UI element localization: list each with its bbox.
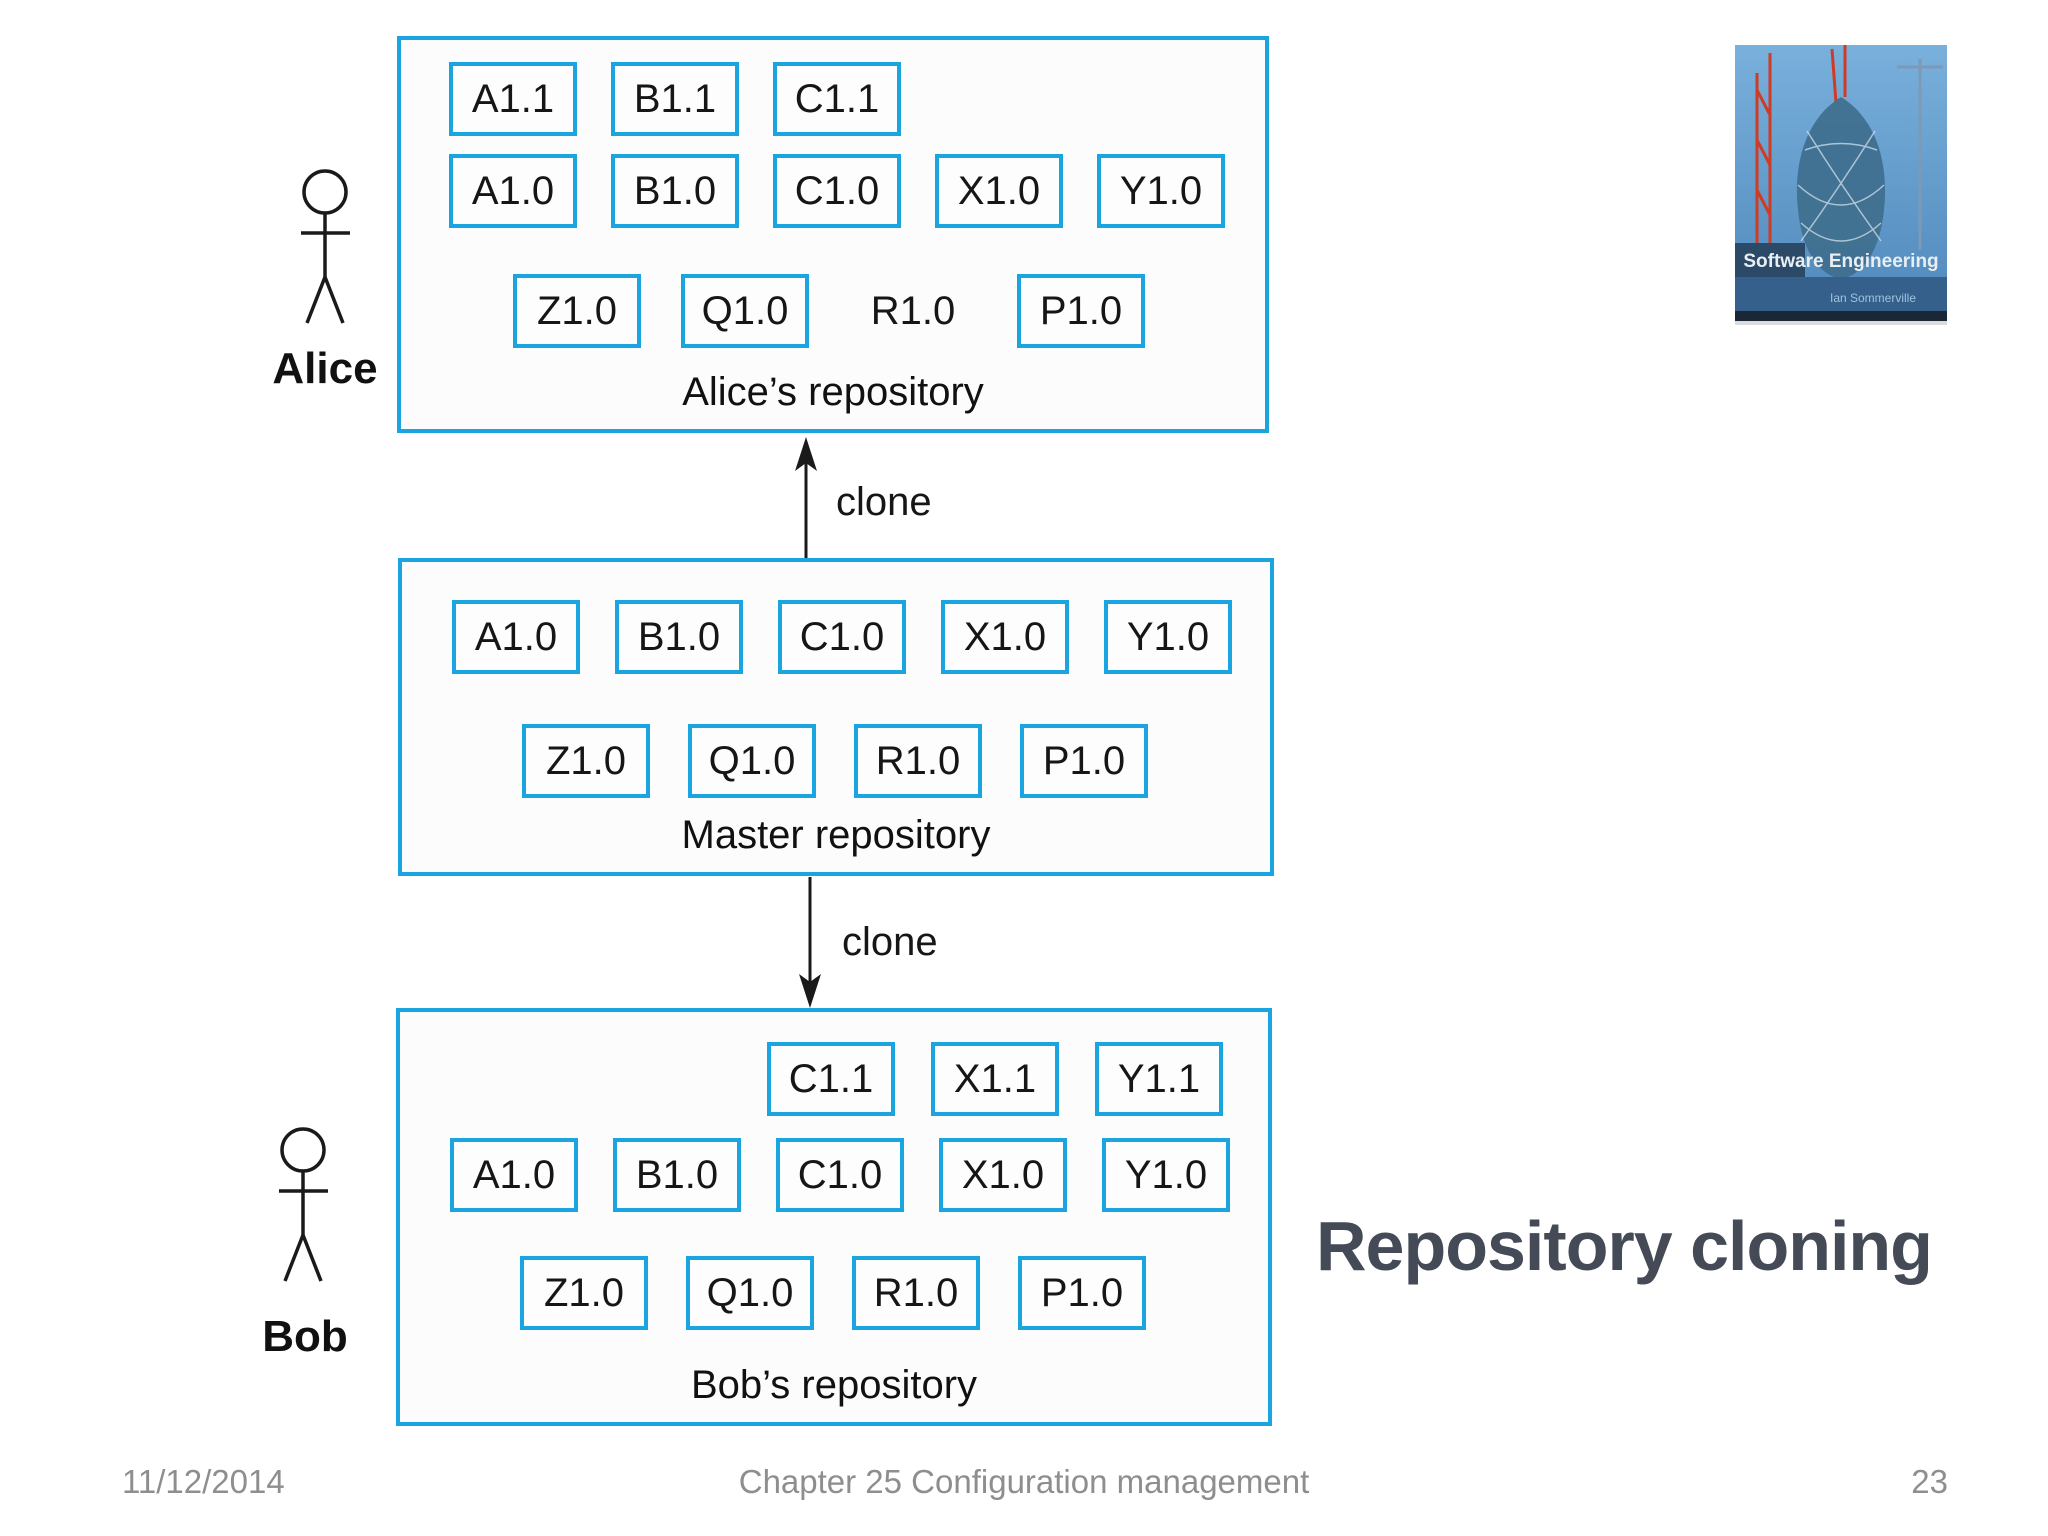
version-row: A1.1 B1.1 C1.1 (449, 62, 901, 136)
version-row: C1.1 X1.1 Y1.1 (767, 1042, 1223, 1116)
component-version-box: A1.1 (449, 62, 577, 136)
clone-label-to-bob: clone (842, 920, 938, 964)
bob-repository: C1.1 X1.1 Y1.1 A1.0 B1.0 C1.0 X1.0 Y1.0 Z1.0 Q1… (396, 1008, 1272, 1426)
component-version-box: Y1.1 (1095, 1042, 1223, 1116)
version-row: Z1.0 Q1.0 R1.0 P1.0 (520, 1256, 1146, 1330)
cover-page-edge (1735, 321, 1947, 325)
slide-title: Repository cloning (1316, 1207, 1933, 1285)
version-row: Z1.0 Q1.0 R1.0 P1.0 (522, 724, 1148, 798)
version-row: A1.0 B1.0 C1.0 X1.0 Y1.0 (452, 600, 1232, 674)
actor-label-alice: Alice (272, 344, 378, 393)
cover-band (1735, 277, 1947, 313)
book-title: Software Engineering (1743, 251, 1938, 272)
component-version-box: R1.0 (854, 724, 982, 798)
book-author: Ian Sommerville (1830, 291, 1916, 305)
component-version-box: Z1.0 (522, 724, 650, 798)
bob-stick-figure-icon (279, 1127, 328, 1282)
crane-shapes-right (1897, 59, 1943, 250)
master-repository: A1.0 B1.0 C1.0 X1.0 Y1.0 Z1.0 Q1.0 R1.0 P1.0 Ma… (398, 558, 1274, 876)
component-version-box: Q1.0 (688, 724, 816, 798)
alice-repository-label: Alice’s repository (682, 370, 984, 414)
version-row: Z1.0 Q1.0 R1.0 P1.0 (513, 274, 1145, 348)
component-version-box: Y1.0 (1104, 600, 1232, 674)
component-version-box: Z1.0 (513, 274, 641, 348)
component-version-box: X1.0 (941, 600, 1069, 674)
component-version-box: A1.0 (449, 154, 577, 228)
book-cover-image: Software Engineering Ian Sommerville (1735, 45, 1947, 325)
version-row: A1.0 B1.0 C1.0 X1.0 Y1.0 (449, 154, 1225, 228)
component-version-box: B1.0 (611, 154, 739, 228)
component-version-box: B1.0 (615, 600, 743, 674)
component-version-box: C1.0 (773, 154, 901, 228)
version-row: A1.0 B1.0 C1.0 X1.0 Y1.0 (450, 1138, 1230, 1212)
component-version-box: B1.0 (613, 1138, 741, 1212)
component-version-box: P1.0 (1020, 724, 1148, 798)
actor-label-bob: Bob (262, 1312, 348, 1361)
component-version-box: A1.0 (450, 1138, 578, 1212)
component-version-box: X1.0 (939, 1138, 1067, 1212)
crane-shapes (1755, 45, 1847, 265)
component-version-box: X1.0 (935, 154, 1063, 228)
alice-stick-figure-icon (301, 169, 350, 324)
footer-chapter: Chapter 25 Configuration management (738, 1463, 1310, 1500)
component-version-box: Q1.0 (686, 1256, 814, 1330)
bob-repository-label: Bob’s repository (690, 1363, 978, 1407)
component-version-box: Y1.0 (1102, 1138, 1230, 1212)
master-repository-label: Master repository (681, 813, 991, 857)
component-version-box: R1.0 (870, 288, 956, 333)
gherkin-lattice (1797, 130, 1885, 242)
clone-label-to-alice: clone (836, 480, 932, 524)
component-version-box: Q1.0 (681, 274, 809, 348)
clone-arrow-up-icon (795, 437, 817, 559)
component-version-box: C1.0 (776, 1138, 904, 1212)
component-version-box: A1.0 (452, 600, 580, 674)
component-version-box: P1.0 (1017, 274, 1145, 348)
component-version-box: X1.1 (931, 1042, 1059, 1116)
component-version-box: P1.0 (1018, 1256, 1146, 1330)
component-version-box: C1.1 (767, 1042, 895, 1116)
alice-repository: A1.1 B1.1 C1.1 A1.0 B1.0 C1.0 X1.0 Y1.0 Z1.0 Q1… (397, 36, 1269, 433)
component-version-box: B1.1 (611, 62, 739, 136)
clone-arrow-down-icon (799, 877, 821, 1008)
gherkin-building (1796, 97, 1886, 279)
footer-page-number: 23 (1911, 1463, 1948, 1500)
component-version-box: Z1.0 (520, 1256, 648, 1330)
component-version-box: Y1.0 (1097, 154, 1225, 228)
component-version-box: C1.0 (778, 600, 906, 674)
cover-bottom-band (1735, 311, 1947, 321)
footer-date: 11/12/2014 (122, 1463, 285, 1500)
component-version-box: C1.1 (773, 62, 901, 136)
component-version-box: R1.0 (852, 1256, 980, 1330)
